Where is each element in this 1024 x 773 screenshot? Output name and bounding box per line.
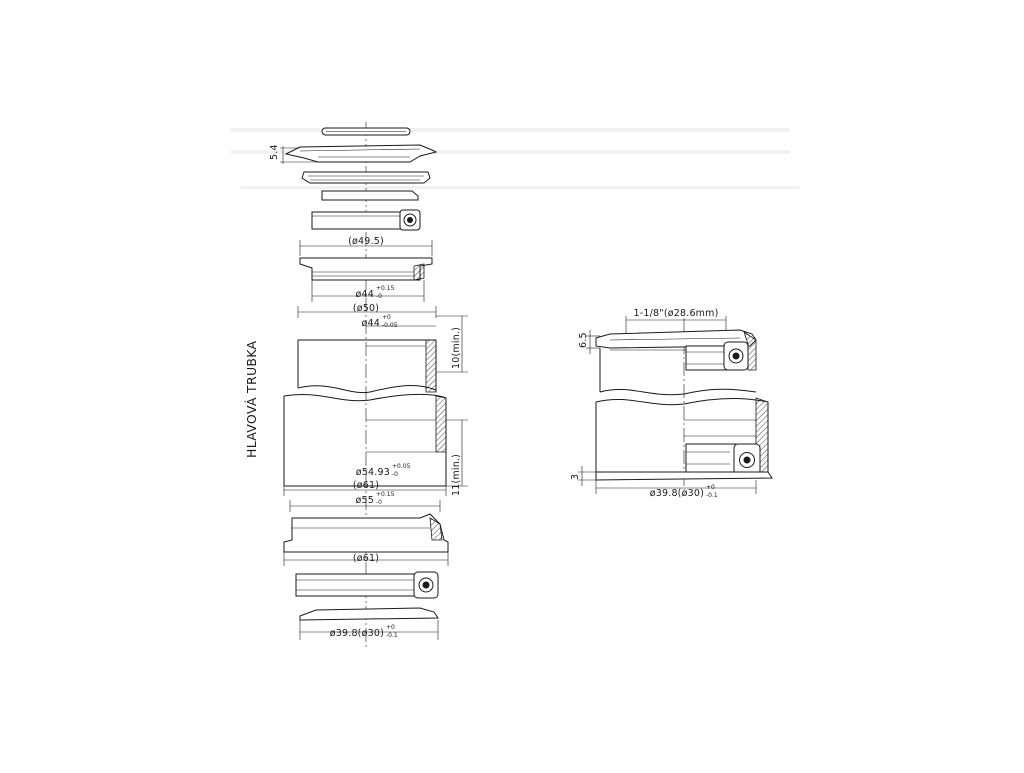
- upper-cup: [299, 240, 433, 302]
- dim-steerer: 1-1/8"(ø28.6mm): [633, 308, 718, 319]
- dim-crown-race: ø39.8(ø30): [330, 628, 384, 639]
- dim-headtube-top-outer: (ø50): [353, 303, 379, 314]
- dim-top-height: 5.4: [269, 144, 280, 160]
- dim-headtube-top-bore-tol-low: -0.05: [382, 322, 398, 329]
- dim-cup-press-tol-up: +0.15: [376, 285, 395, 292]
- assembled-bottom: [578, 443, 773, 494]
- head-tube: [283, 306, 468, 496]
- dim-right-crown-race-tol-low: -0.1: [706, 492, 718, 499]
- lower-cup: [283, 500, 449, 566]
- left-exploded-view: 5.4 (ø49.5) ø44 +0.15 -0 (ø50) ø44 +0 -0…: [244, 122, 468, 650]
- dim-stack-top: 6.5: [578, 332, 589, 348]
- dim-crown-race-tol-low: -0.1: [386, 632, 398, 639]
- assembled-top: [586, 329, 757, 392]
- dim-cup-press: ø44: [355, 289, 374, 300]
- right-assembled-view: 1-1/8"(ø28.6mm) 6.5 3 ø39.8(ø30) +0 -0.1: [570, 308, 773, 499]
- dim-headtube-top-bore-tol-up: +0: [382, 314, 391, 321]
- dim-lower-cup-press-tol-low: -0: [376, 499, 382, 506]
- dim-cup-press-tol-low: -0: [376, 293, 382, 300]
- dim-depth-top: 10(min.): [451, 327, 462, 369]
- dim-headtube-top-bore: ø44: [361, 318, 380, 329]
- dim-headtube-bottom-bore-tol-low: -0: [392, 471, 398, 478]
- dim-lower-cup-outer: (ø61): [353, 553, 379, 564]
- dim-headtube-bottom-outer: (ø61): [353, 480, 379, 491]
- top-bearing: [311, 190, 421, 231]
- dim-cup-outer: (ø49.5): [348, 236, 384, 247]
- top-cap: [280, 127, 438, 164]
- dim-headtube-bottom-bore: ø54.93: [356, 467, 390, 478]
- crown-race: [299, 607, 439, 640]
- dim-depth-bottom: 11(min.): [451, 454, 462, 496]
- dim-lower-cup-press: ø55: [355, 495, 374, 506]
- lower-bearing: [295, 571, 439, 599]
- compression-ring: [301, 171, 431, 184]
- dim-lower-cup-press-tol-up: +0.15: [376, 491, 395, 498]
- dim-headtube-bottom-bore-tol-up: +0.05: [392, 463, 411, 470]
- dim-right-crown-race-tol-up: +0: [706, 484, 715, 491]
- dim-stack-bottom: 3: [570, 474, 581, 480]
- side-label-head-tube: HLAVOVÁ TRUBKA: [244, 340, 259, 458]
- dim-right-crown-race: ø39.8(ø30): [650, 488, 704, 499]
- dim-crown-race-tol-up: +0: [386, 624, 395, 631]
